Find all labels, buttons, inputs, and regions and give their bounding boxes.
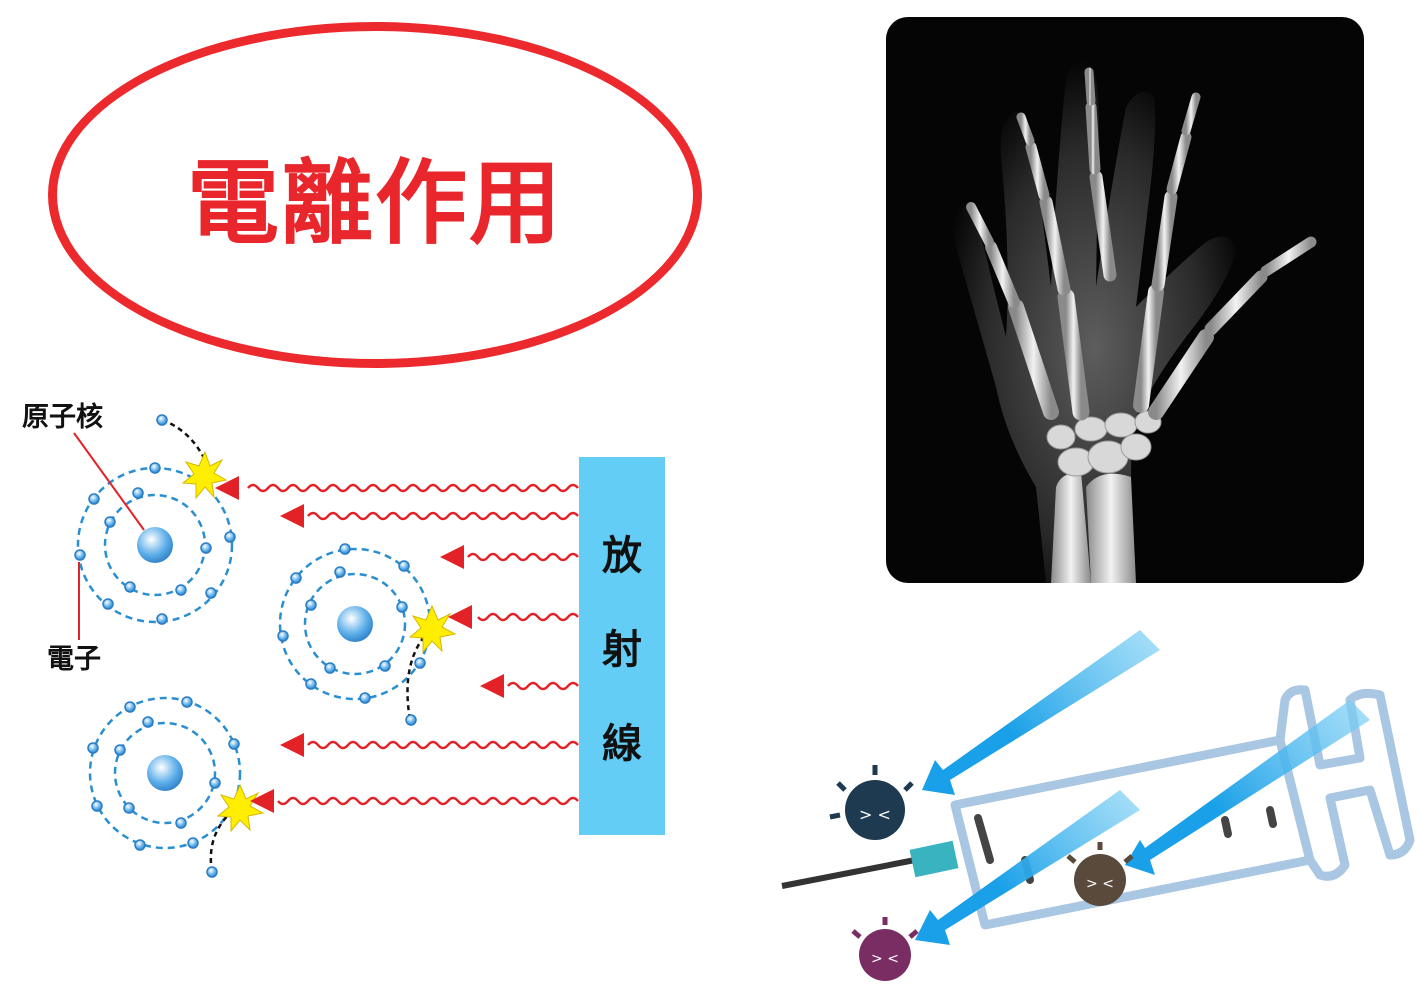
germ-icon: > < bbox=[1066, 842, 1134, 906]
radiation-label-char-3: 線 bbox=[602, 721, 642, 767]
syringe-sterilization-illustration: > < > < > < bbox=[781, 630, 1415, 981]
radiation-wave bbox=[467, 552, 579, 562]
radiation-wave bbox=[477, 612, 579, 622]
radiation-arrowhead bbox=[250, 789, 274, 813]
electron-group-3 bbox=[87, 696, 240, 851]
spark-icon bbox=[408, 604, 457, 654]
radiation-arrowhead bbox=[215, 476, 239, 500]
xray-image bbox=[886, 17, 1364, 583]
radiation-arrowhead bbox=[440, 545, 464, 569]
germ-icon: > < bbox=[851, 917, 919, 981]
nucleus-label: 原子核 bbox=[22, 401, 103, 433]
atom-1 bbox=[74, 414, 236, 625]
radiation-bar bbox=[579, 457, 665, 835]
radiation-arrowhead bbox=[280, 504, 304, 528]
xray-hand-icon bbox=[952, 59, 1317, 583]
nucleus-icon bbox=[147, 755, 183, 791]
radiation-beam-icon bbox=[915, 630, 1370, 945]
electron-group-1 bbox=[74, 462, 236, 625]
radiation-label-char-1: 放 bbox=[602, 533, 642, 579]
svg-text:> <: > < bbox=[859, 805, 891, 824]
radiation-label-char-2: 射 bbox=[602, 627, 642, 673]
nucleus-icon bbox=[337, 606, 373, 642]
radiation-wave bbox=[307, 511, 579, 521]
radiation-wave bbox=[247, 483, 579, 493]
ejected-electron-icon bbox=[206, 866, 218, 878]
radiation-wave bbox=[507, 681, 579, 691]
spark-icon bbox=[216, 783, 265, 833]
title-ellipse bbox=[48, 22, 702, 368]
germ-icon: > < bbox=[829, 765, 914, 840]
radiation-arrowhead bbox=[280, 733, 304, 757]
nucleus-leader-line bbox=[73, 432, 145, 531]
radiation-wave bbox=[307, 740, 579, 750]
svg-text:> <: > < bbox=[1086, 876, 1114, 892]
ionization-diagram: 放 射 線 bbox=[22, 401, 665, 878]
electron-group-2 bbox=[277, 543, 426, 704]
ejected-electron-icon bbox=[405, 714, 417, 726]
radiation-wave bbox=[277, 796, 579, 806]
spark-icon bbox=[181, 450, 228, 500]
ejected-electron-icon bbox=[156, 414, 168, 426]
page-title: 電離作用 bbox=[186, 149, 563, 257]
radiation-arrowhead bbox=[448, 605, 472, 629]
electron-label: 電子 bbox=[47, 644, 101, 675]
atom-3 bbox=[87, 696, 265, 878]
radiation-waves bbox=[215, 476, 579, 813]
svg-text:> <: > < bbox=[871, 951, 899, 967]
atom-2 bbox=[277, 543, 457, 726]
radiation-arrowhead bbox=[480, 674, 504, 698]
nucleus-icon bbox=[137, 527, 173, 563]
